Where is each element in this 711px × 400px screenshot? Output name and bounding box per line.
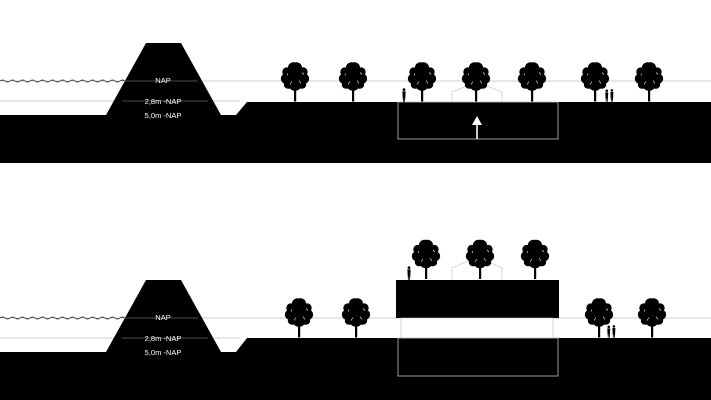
section-panel-raised: NAP 2,8m -NAP 5,0m -NAP xyxy=(0,239,711,400)
people-icon xyxy=(605,89,614,102)
tree-icon xyxy=(280,61,310,102)
tree-icon xyxy=(637,297,667,338)
ground-section xyxy=(0,280,711,400)
tree-icon xyxy=(634,61,664,102)
ground-section xyxy=(0,43,711,163)
up-arrow-icon xyxy=(472,116,482,139)
section-panel-existing: NAP 2,8m -NAP 5,0m -NAP xyxy=(0,43,711,163)
tree-icon xyxy=(580,61,610,102)
open-ground-floor xyxy=(400,317,554,339)
tree-icon xyxy=(520,239,550,280)
label-5-0m-nap: 5,0m -NAP xyxy=(145,348,182,357)
tree-icon xyxy=(517,61,547,102)
tree-icon xyxy=(407,61,437,102)
tree-icon xyxy=(411,239,441,280)
label-2-8m-nap: 2,8m -NAP xyxy=(145,334,182,343)
person-icon xyxy=(407,266,411,280)
person-icon xyxy=(402,88,406,102)
label-2-8m-nap: 2,8m -NAP xyxy=(145,97,182,106)
raised-building xyxy=(396,280,559,318)
tree-icon xyxy=(465,239,495,280)
label-nap: NAP xyxy=(155,313,170,322)
tree-icon xyxy=(461,61,491,102)
label-nap: NAP xyxy=(155,76,170,85)
people-icon xyxy=(607,325,616,338)
label-5-0m-nap: 5,0m -NAP xyxy=(145,111,182,120)
tree-icon xyxy=(341,297,371,338)
tree-icon xyxy=(338,61,368,102)
underground-building xyxy=(397,337,559,377)
tree-icon xyxy=(284,297,314,338)
underground-building xyxy=(397,101,559,140)
